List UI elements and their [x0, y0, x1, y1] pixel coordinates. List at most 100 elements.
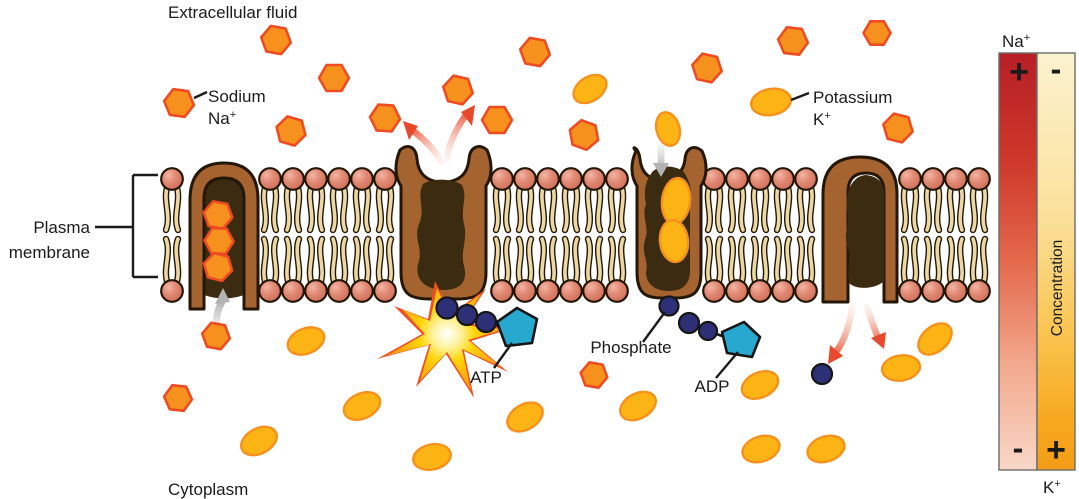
lipid-tail	[504, 184, 510, 232]
lipid-tail	[739, 237, 745, 285]
lipid-tail	[262, 184, 268, 232]
cytoplasm-label: Cytoplasm	[168, 480, 248, 499]
lipid-tail	[387, 237, 393, 285]
lipid-tail	[174, 237, 180, 285]
lipid-tail	[341, 237, 347, 285]
transport-arrows	[213, 105, 886, 364]
na-bar-label: Na+	[1002, 32, 1030, 51]
potassium-ion	[658, 218, 690, 264]
lipid-tail	[586, 237, 592, 285]
lipid-tail	[377, 237, 383, 285]
potassium-ion	[342, 391, 382, 421]
lipid-tail	[517, 184, 523, 232]
sodium-ion	[368, 103, 402, 133]
lipid-head	[304, 167, 328, 191]
lipid-tail	[563, 237, 569, 285]
sodium-release-arrowhead-left	[403, 121, 418, 140]
lipid-tail	[902, 237, 908, 285]
lipid-tail	[573, 184, 579, 232]
potassium-callout: Potassium K+	[790, 88, 892, 129]
lipid-tail	[752, 184, 758, 232]
lipid-tail	[775, 184, 781, 232]
adp-phosphate-groups	[677, 311, 719, 342]
na-bar-bottom-sign: -	[1013, 430, 1024, 466]
lipid-tail	[798, 237, 804, 285]
lipid-head	[327, 167, 351, 191]
potassium-name-label: Potassium	[813, 88, 892, 107]
potassium-release-arrowhead-right	[871, 332, 886, 349]
lipid-head	[771, 167, 795, 191]
lipid-tail	[164, 184, 170, 232]
lipid-tail	[785, 237, 791, 285]
sodium-ion	[480, 105, 514, 135]
lipid-tail	[619, 237, 625, 285]
concentration-label: Concentration	[1049, 240, 1066, 337]
lipid-head	[582, 279, 606, 303]
lipid-tail	[808, 237, 814, 285]
potassium-symbol-label: K+	[813, 110, 831, 129]
adp-label-line	[715, 351, 739, 379]
channel-cavity	[417, 179, 466, 290]
lipid-tail	[935, 184, 941, 232]
potassium-release-arrow-left	[832, 303, 856, 356]
potassium-ion	[740, 370, 780, 400]
lipid-tail	[517, 237, 523, 285]
lipid-tail	[808, 184, 814, 232]
lipid-tail	[775, 237, 781, 285]
lipid-head	[281, 167, 305, 191]
sodium-ion	[202, 251, 234, 283]
lipid-head	[898, 167, 922, 191]
lipid-tail	[285, 237, 291, 285]
phosphate-ion	[810, 362, 834, 386]
lipid-head	[582, 167, 606, 191]
lipid-tail	[716, 237, 722, 285]
lipid-head	[258, 279, 282, 303]
lipid-head	[327, 279, 351, 303]
lipid-tail	[527, 184, 533, 232]
potassium-label-line	[790, 91, 810, 102]
phosphate-ion	[435, 296, 459, 320]
lipid-tail	[354, 184, 360, 232]
lipid-head	[748, 279, 772, 303]
plasma-membrane-callout: Plasma membrane	[9, 173, 158, 279]
lipid-tail	[164, 237, 170, 285]
potassium-ion	[506, 401, 544, 433]
ribose-pentagon	[495, 306, 539, 348]
lipid-head	[702, 279, 726, 303]
phosphate-ion	[658, 295, 680, 317]
lipid-tail	[318, 184, 324, 232]
lipid-tail	[729, 184, 735, 232]
phosphate-ion	[697, 320, 719, 342]
potassium-ion	[880, 354, 922, 382]
concentration-gradient-bar: Na+ K+ + - - + Concentration	[998, 32, 1076, 497]
lipid-tail	[609, 237, 615, 285]
sodium-ion	[690, 52, 724, 84]
lipid-tail	[958, 237, 964, 285]
k-bar-label: K+	[1043, 478, 1061, 497]
lipid-tail	[981, 237, 987, 285]
atp-phosphate-groups	[435, 296, 498, 334]
potassium-release-arrowhead-left	[828, 345, 843, 364]
phosphate-ion	[474, 310, 498, 334]
free-ions	[162, 19, 953, 472]
lipid-tail	[262, 237, 268, 285]
lipid-tail	[364, 237, 370, 285]
lipid-tail	[925, 237, 931, 285]
lipid-tail	[739, 184, 745, 232]
lipid-head	[967, 279, 991, 303]
lipid-head	[944, 279, 968, 303]
potassium-ion	[741, 434, 781, 464]
lipid-tail	[948, 237, 954, 285]
sodium-ion	[162, 383, 194, 413]
sodium-ion	[776, 25, 810, 57]
potassium-ion	[286, 326, 326, 356]
potassium-ion	[806, 434, 846, 464]
lipid-head	[559, 279, 583, 303]
lipid-bilayer	[160, 167, 991, 303]
potassium-ion	[572, 73, 608, 105]
lipid-tail	[596, 184, 602, 232]
lipid-tail	[354, 237, 360, 285]
lipid-tail	[935, 237, 941, 285]
lipid-tail	[527, 237, 533, 285]
lipid-head	[921, 167, 945, 191]
